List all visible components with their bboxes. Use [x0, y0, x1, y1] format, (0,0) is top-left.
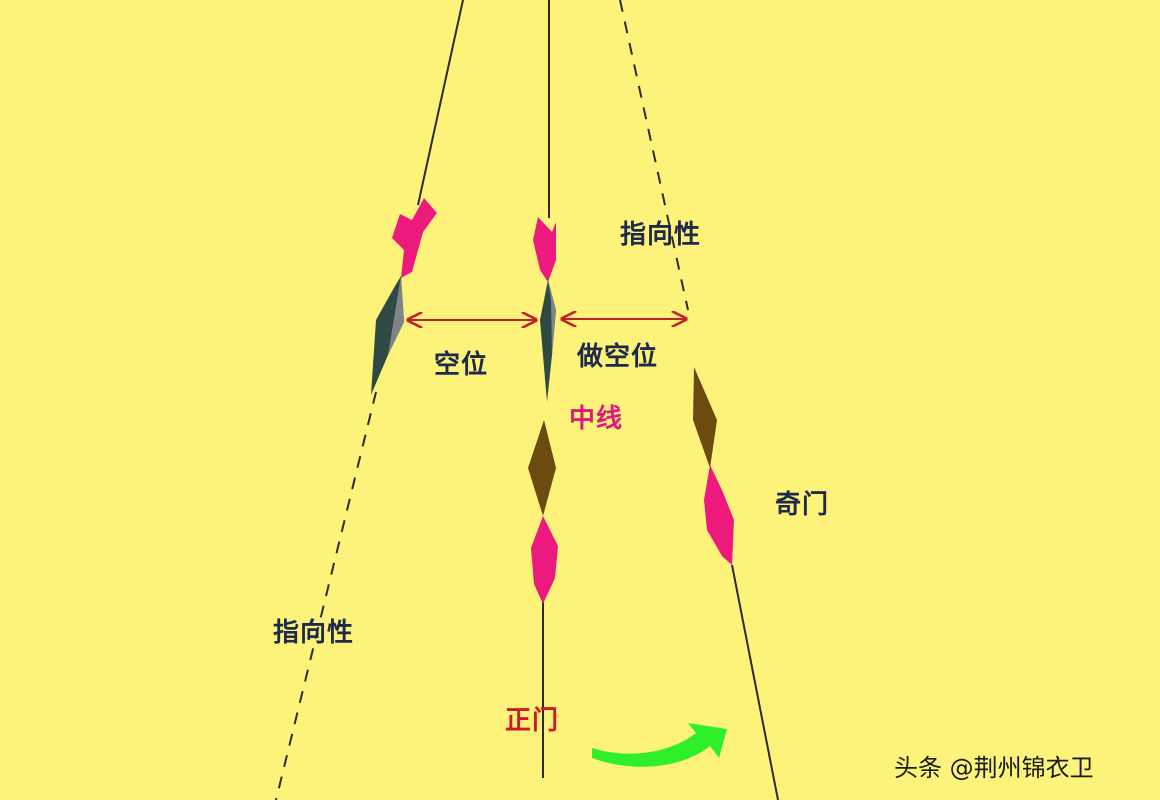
left-lure-dark [371, 276, 404, 395]
center-lure-brown [528, 420, 556, 516]
center-lure-dark [540, 280, 556, 402]
label-main-door: 正门 [505, 706, 560, 736]
label-directivity-top: 指向性 [620, 220, 702, 250]
right-lure-brown [693, 367, 717, 468]
right-float-magenta [704, 465, 734, 565]
left-float-magenta [392, 198, 437, 278]
label-empty-position: 空位 [434, 350, 489, 380]
center-lure-side [548, 280, 556, 355]
center-float-upper [533, 217, 556, 282]
left-line-solid [417, 0, 464, 206]
right-line-dashed [619, 0, 689, 311]
left-line-dashed [275, 391, 377, 800]
label-directivity-bottom: 指向性 [273, 618, 355, 648]
label-make-empty-position: 做空位 [577, 342, 659, 372]
label-center-line: 中线 [569, 404, 624, 434]
green-direction-arrow [592, 723, 727, 767]
center-float-lower [531, 516, 558, 604]
left-lure-side [388, 276, 404, 355]
label-odd-door: 奇门 [775, 490, 830, 520]
watermark: 头条 @荆州锦衣卫 [894, 754, 1094, 782]
right-line-solid [731, 564, 779, 800]
